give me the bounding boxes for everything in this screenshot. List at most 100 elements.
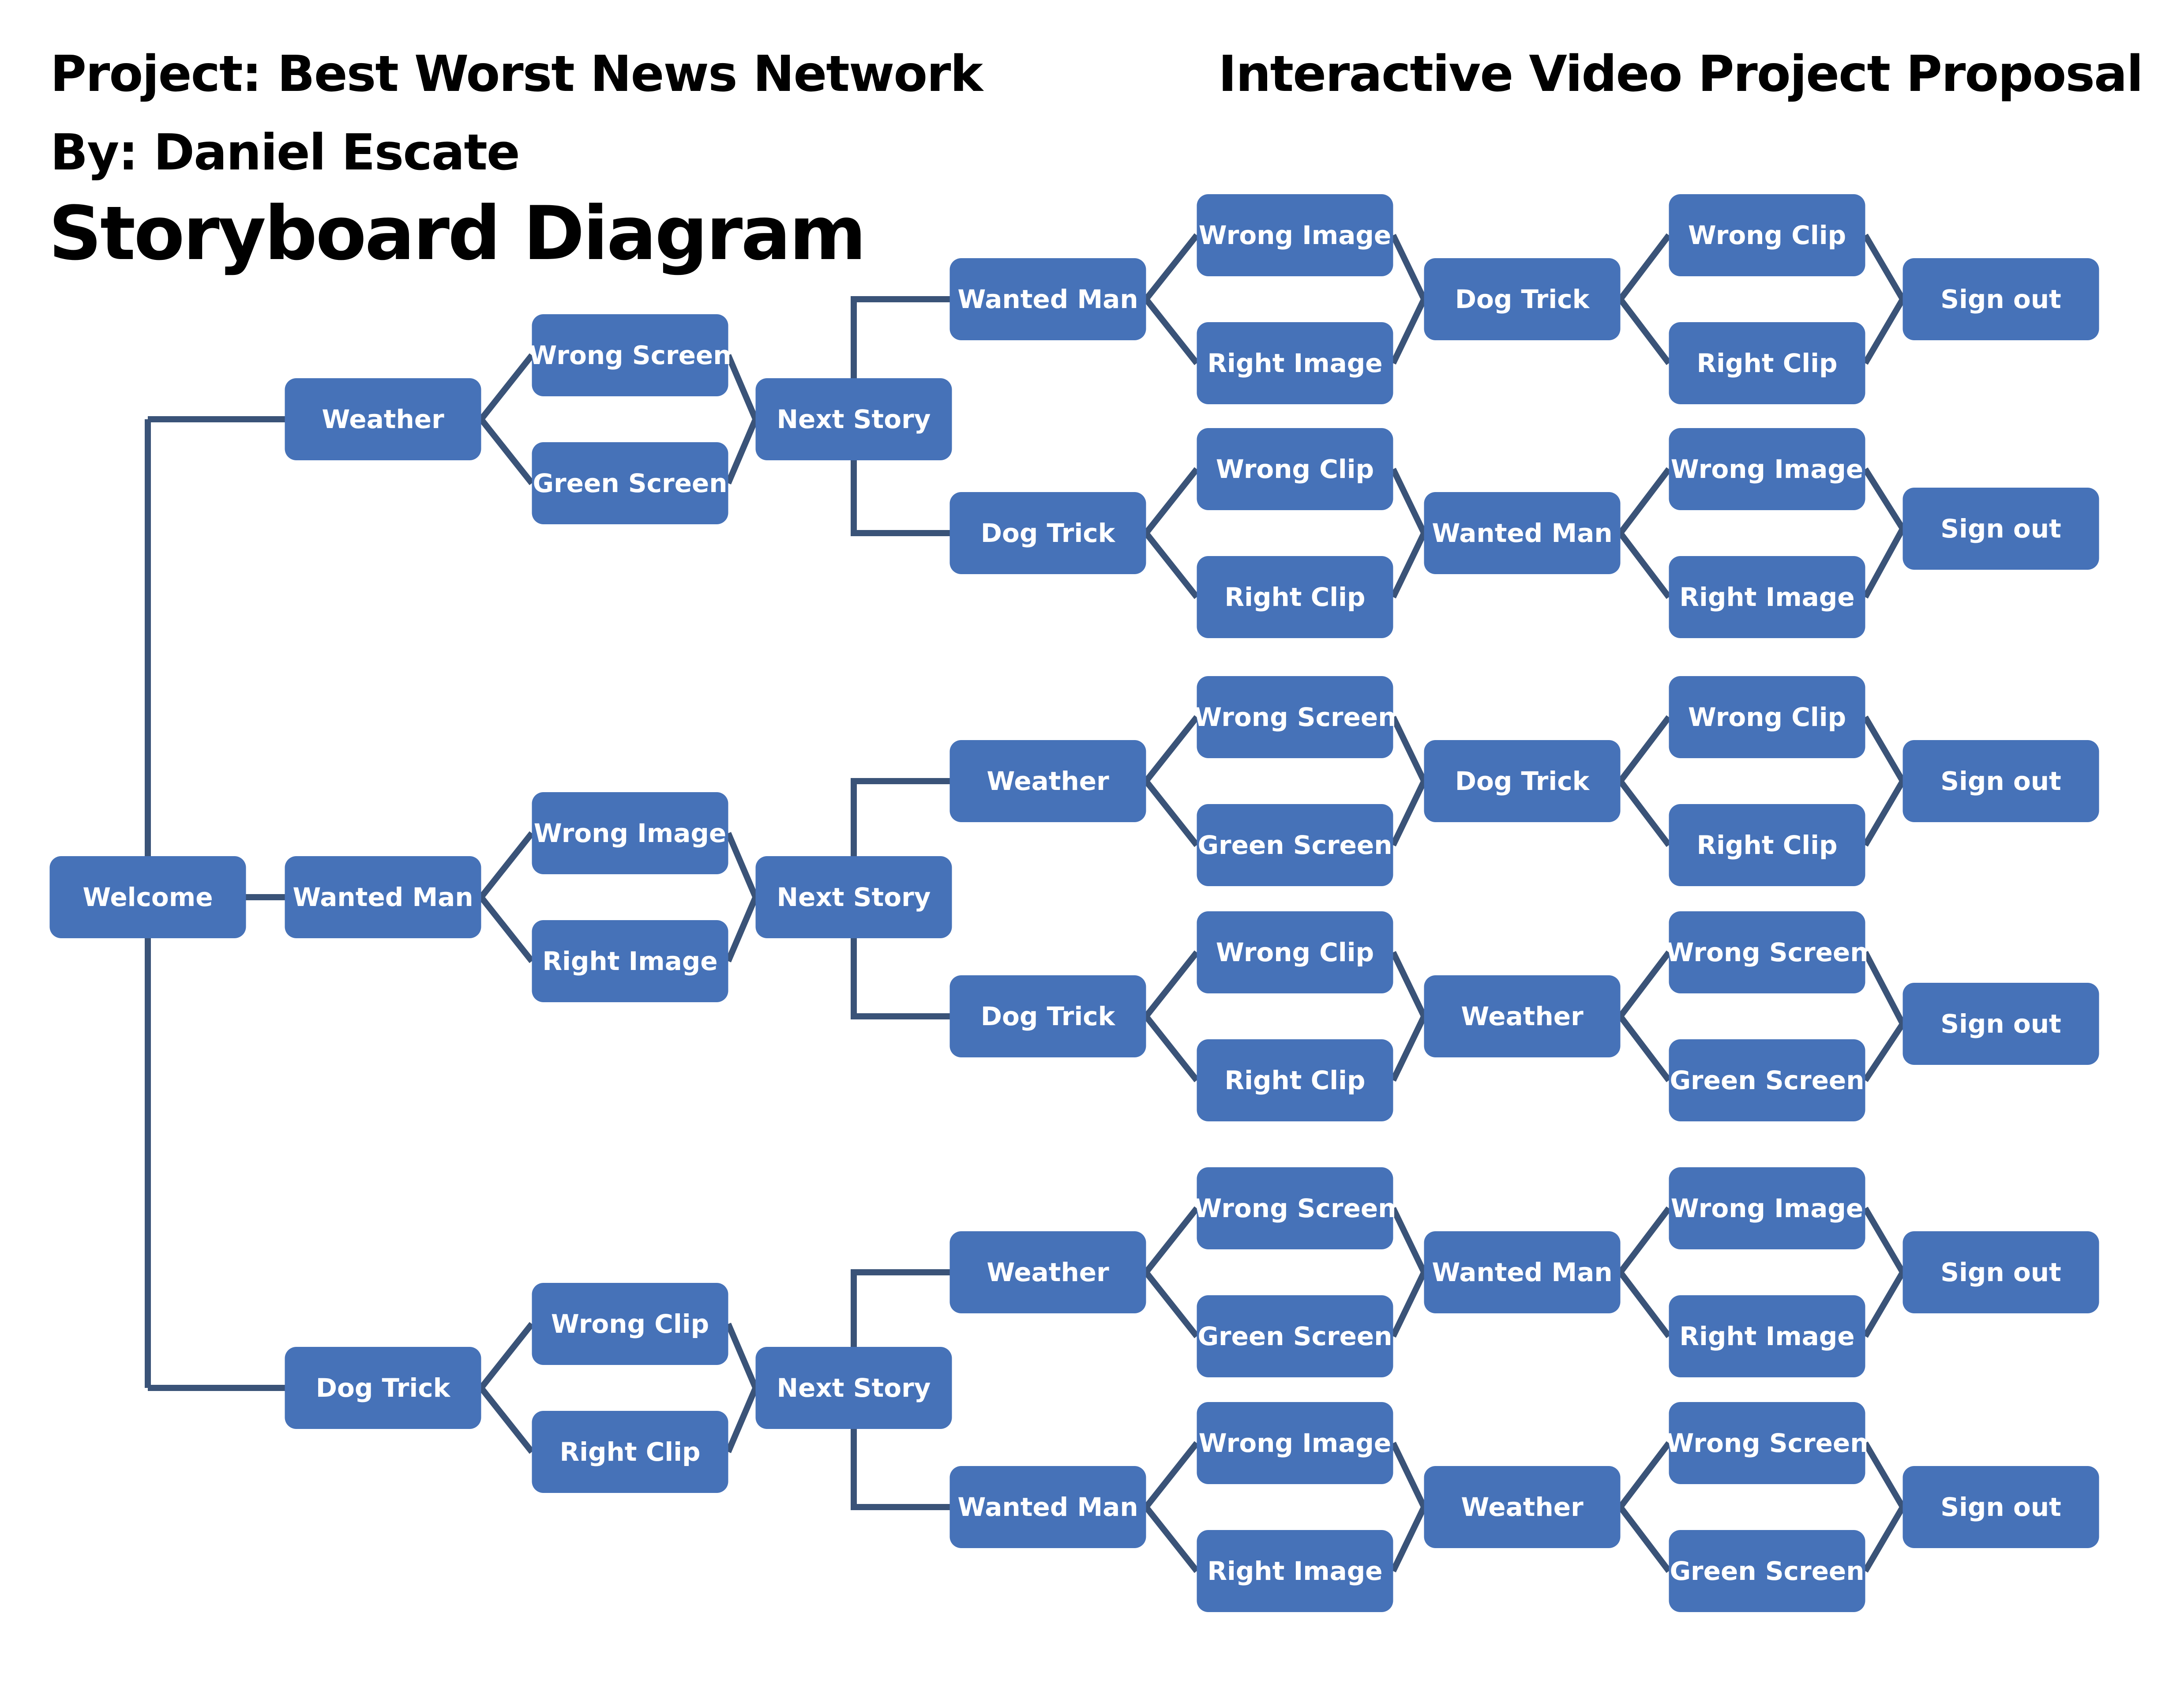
node-label: Sign out (1940, 766, 2061, 796)
node-wrong-clip[interactable]: Wrong Clip (1197, 428, 1393, 510)
connector-fan-in (1862, 527, 1906, 599)
node-sign-out[interactable]: Sign out (1903, 1466, 2099, 1548)
node-box (1903, 983, 2099, 1065)
node-weather[interactable]: Weather (949, 740, 1146, 822)
node-wrong-image[interactable]: Wrong Image (1669, 1167, 1865, 1249)
node-label: Wrong Screen (1193, 702, 1396, 732)
connector-fan-out (1617, 1014, 1672, 1083)
node-wrong-clip[interactable]: Wrong Clip (1669, 676, 1865, 758)
connector-fan-in (1862, 1505, 1906, 1573)
node-dog-trick[interactable]: Dog Trick (1424, 258, 1621, 340)
connector-fan-in (1390, 779, 1427, 847)
node-wanted-man[interactable]: Wanted Man (1424, 1231, 1621, 1313)
node-weather[interactable]: Weather (949, 1231, 1146, 1313)
node-sign-out[interactable]: Sign out (1903, 740, 2099, 822)
node-right-clip[interactable]: Right Clip (532, 1411, 728, 1493)
connector-fan-in (725, 418, 758, 485)
node-box (532, 1411, 728, 1493)
node-next-story[interactable]: Next Story (755, 856, 952, 938)
connector-fan-in (1862, 715, 1906, 783)
node-wanted-man[interactable]: Wanted Man (1424, 492, 1621, 574)
node-right-clip[interactable]: Right Clip (1669, 804, 1865, 886)
node-next-story[interactable]: Next Story (755, 1347, 952, 1429)
node-dog-trick[interactable]: Dog Trick (285, 1347, 481, 1429)
node-wrong-image[interactable]: Wrong Image (1669, 428, 1865, 510)
node-green-screen[interactable]: Green Screen (532, 442, 728, 524)
node-box (1903, 740, 2099, 822)
node-box (1669, 556, 1865, 638)
node-wanted-man[interactable]: Wanted Man (949, 1466, 1146, 1548)
node-green-screen[interactable]: Green Screen (1669, 1530, 1865, 1612)
page-title: Storyboard Diagram (49, 190, 867, 277)
node-label: Right Clip (1224, 582, 1365, 612)
node-right-clip[interactable]: Right Clip (1669, 322, 1865, 404)
node-wanted-man[interactable]: Wanted Man (285, 856, 481, 938)
connector-fan-in (1390, 1207, 1427, 1274)
node-dog-trick[interactable]: Dog Trick (949, 492, 1146, 574)
node-wrong-screen[interactable]: Wrong Screen (1193, 676, 1396, 758)
connector-fan-out (479, 1386, 534, 1454)
node-green-screen[interactable]: Green Screen (1669, 1039, 1865, 1121)
node-box (949, 740, 1146, 822)
node-box (1424, 740, 1621, 822)
connector-fan-out (1617, 715, 1672, 783)
node-box (1903, 258, 2099, 340)
node-green-screen[interactable]: Green Screen (1197, 804, 1393, 886)
node-right-image[interactable]: Right Image (1669, 1295, 1865, 1377)
node-wrong-image[interactable]: Wrong Image (1197, 1402, 1393, 1484)
connector-fan-out (1617, 779, 1672, 847)
node-dog-trick[interactable]: Dog Trick (949, 975, 1146, 1057)
connector-fan-in (1390, 1015, 1427, 1082)
node-wrong-image[interactable]: Wrong Image (1197, 194, 1393, 276)
connector-fan-in (725, 832, 758, 899)
node-sign-out[interactable]: Sign out (1903, 1231, 2099, 1313)
node-box (1424, 975, 1621, 1057)
node-box (1197, 804, 1393, 886)
node-dog-trick[interactable]: Dog Trick (1424, 740, 1621, 822)
connector-fan-out (479, 1322, 534, 1390)
node-label: Dog Trick (1455, 284, 1590, 314)
node-label: Green Screen (1197, 830, 1392, 860)
node-next-story[interactable]: Next Story (755, 378, 952, 460)
node-label: Right Image (1679, 582, 1854, 612)
node-welcome[interactable]: Welcome (49, 856, 246, 938)
node-label: Weather (1461, 1001, 1584, 1031)
node-right-image[interactable]: Right Image (1197, 322, 1393, 404)
node-wrong-clip[interactable]: Wrong Clip (1669, 194, 1865, 276)
node-right-image[interactable]: Right Image (1197, 1530, 1393, 1612)
node-wrong-screen[interactable]: Wrong Screen (1193, 1167, 1396, 1249)
connector-fan-in (1390, 715, 1427, 783)
node-weather[interactable]: Weather (1424, 975, 1621, 1057)
node-label: Weather (322, 404, 444, 434)
node-right-clip[interactable]: Right Clip (1197, 1039, 1393, 1121)
node-box (1669, 1167, 1865, 1249)
node-box (949, 975, 1146, 1057)
node-wrong-clip[interactable]: Wrong Clip (532, 1283, 728, 1365)
node-weather[interactable]: Weather (285, 378, 481, 460)
node-right-image[interactable]: Right Image (1669, 556, 1865, 638)
node-wrong-screen[interactable]: Wrong Screen (1666, 1402, 1869, 1484)
node-sign-out[interactable]: Sign out (1903, 983, 2099, 1065)
node-right-image[interactable]: Right Image (532, 920, 728, 1002)
node-right-clip[interactable]: Right Clip (1197, 556, 1393, 638)
node-wrong-screen[interactable]: Wrong Screen (1666, 911, 1869, 993)
node-weather[interactable]: Weather (1424, 1466, 1621, 1548)
node-label: Right Clip (1224, 1065, 1365, 1095)
node-sign-out[interactable]: Sign out (1903, 258, 2099, 340)
node-sign-out[interactable]: Sign out (1903, 488, 2099, 570)
connector-fan-out (1617, 1505, 1672, 1573)
node-label: Wanted Man (293, 882, 473, 912)
node-green-screen[interactable]: Green Screen (1197, 1295, 1393, 1377)
node-label: Wrong Image (534, 818, 726, 848)
node-wanted-man[interactable]: Wanted Man (949, 258, 1146, 340)
node-label: Wrong Image (1199, 1428, 1391, 1458)
node-wrong-screen[interactable]: Wrong Screen (529, 314, 732, 396)
node-label: Wanted Man (957, 284, 1138, 314)
connector-branch (851, 460, 950, 536)
connector-fan-out (1617, 1206, 1672, 1274)
node-wrong-image[interactable]: Wrong Image (532, 792, 728, 874)
node-label: Wrong Screen (529, 340, 731, 370)
node-wrong-clip[interactable]: Wrong Clip (1197, 911, 1393, 993)
connector-fan-in (1862, 1207, 1906, 1274)
